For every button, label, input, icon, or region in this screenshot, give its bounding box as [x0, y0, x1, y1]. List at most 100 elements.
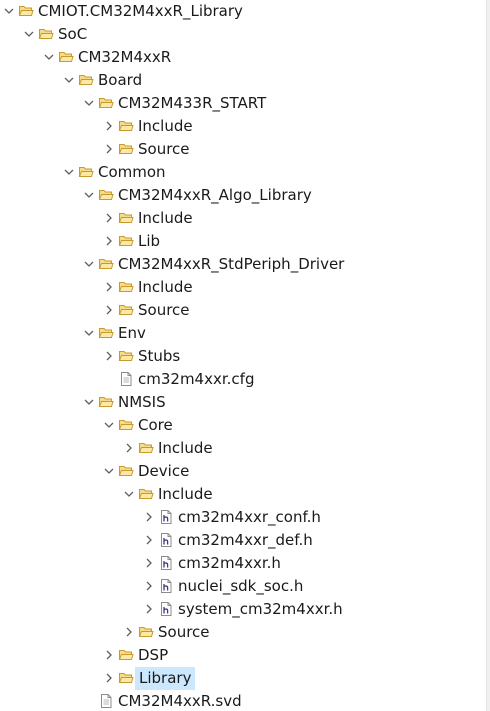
folder-icon	[118, 670, 134, 686]
tree-item-include[interactable]: Include	[0, 276, 486, 299]
tree-item-source[interactable]: Source	[0, 299, 486, 322]
tree-item-label: Include	[158, 439, 213, 457]
tree-item-cm32m4xxr-stdperiph-driver[interactable]: CM32M4xxR_StdPeriph_Driver	[0, 253, 486, 276]
header-file-icon	[158, 509, 174, 525]
tree-item-cm32m4xxr-def-h[interactable]: cm32m4xxr_def.h	[0, 529, 486, 552]
tree-item-system-cm32m4xxr-h[interactable]: system_cm32m4xxr.h	[0, 598, 486, 621]
chevron-down-icon[interactable]	[61, 72, 77, 88]
chevron-down-icon[interactable]	[81, 95, 97, 111]
tree-item-label: Library	[135, 667, 196, 690]
tree-item-stubs[interactable]: Stubs	[0, 345, 486, 368]
tree-item-cm32m4xxr[interactable]: CM32M4xxR	[0, 46, 486, 69]
tree-item-label: NMSIS	[118, 393, 166, 411]
chevron-right-icon[interactable]	[121, 440, 137, 456]
tree-item-label: Include	[138, 209, 193, 227]
tree-item-cm32m4xxr-h[interactable]: cm32m4xxr.h	[0, 552, 486, 575]
tree-item-device[interactable]: Device	[0, 460, 486, 483]
chevron-down-icon[interactable]	[81, 325, 97, 341]
tree-item-label: system_cm32m4xxr.h	[178, 600, 343, 618]
scrollbar-edge[interactable]	[486, 0, 490, 711]
tree-item-label: Source	[158, 623, 210, 641]
tree-item-label: CM32M4xxR_StdPeriph_Driver	[118, 255, 345, 273]
folder-icon	[58, 49, 74, 65]
chevron-down-icon[interactable]	[41, 49, 57, 65]
tree-item-nuclei-sdk-soc-h[interactable]: nuclei_sdk_soc.h	[0, 575, 486, 598]
folder-icon	[138, 486, 154, 502]
tree-item-cm32m4xxr-svd[interactable]: CM32M4xxR.svd	[0, 690, 486, 711]
tree-item-label: cm32m4xxr_def.h	[178, 531, 313, 549]
tree-item-label: SoC	[58, 25, 88, 43]
folder-icon	[18, 3, 34, 19]
tree-item-source[interactable]: Source	[0, 138, 486, 161]
chevron-right-icon[interactable]	[141, 555, 157, 571]
tree-item-label: cm32m4xxr_conf.h	[178, 508, 321, 526]
tree-item-source[interactable]: Source	[0, 621, 486, 644]
folder-icon	[118, 348, 134, 364]
tree-item-board[interactable]: Board	[0, 69, 486, 92]
header-file-icon	[158, 532, 174, 548]
file-icon	[118, 371, 134, 387]
chevron-right-icon[interactable]	[101, 279, 117, 295]
chevron-right-icon[interactable]	[141, 578, 157, 594]
folder-icon	[38, 26, 54, 42]
tree-item-dsp[interactable]: DSP	[0, 644, 486, 667]
folder-icon	[98, 394, 114, 410]
chevron-down-icon[interactable]	[121, 486, 137, 502]
tree-item-label: Source	[138, 140, 190, 158]
tree-item-cmiot-cm32m4xxr-library[interactable]: CMIOT.CM32M4xxR_Library	[0, 0, 486, 23]
folder-icon	[118, 233, 134, 249]
tree-item-soc[interactable]: SoC	[0, 23, 486, 46]
chevron-down-icon[interactable]	[1, 3, 17, 19]
chevron-right-icon[interactable]	[121, 624, 137, 640]
chevron-right-icon[interactable]	[141, 509, 157, 525]
tree-item-include[interactable]: Include	[0, 437, 486, 460]
tree-item-lib[interactable]: Lib	[0, 230, 486, 253]
chevron-right-icon[interactable]	[101, 210, 117, 226]
tree-item-include[interactable]: Include	[0, 483, 486, 506]
file-icon	[98, 693, 114, 709]
chevron-right-icon[interactable]	[101, 302, 117, 318]
header-file-icon	[158, 555, 174, 571]
chevron-down-icon[interactable]	[81, 256, 97, 272]
folder-icon	[78, 164, 94, 180]
chevron-down-icon[interactable]	[101, 417, 117, 433]
header-file-icon	[158, 601, 174, 617]
chevron-down-icon[interactable]	[21, 26, 37, 42]
chevron-down-icon[interactable]	[81, 394, 97, 410]
chevron-down-icon[interactable]	[61, 164, 77, 180]
tree-item-cm32m4xxr-conf-h[interactable]: cm32m4xxr_conf.h	[0, 506, 486, 529]
tree-item-common[interactable]: Common	[0, 161, 486, 184]
tree-item-cm32m433r-start[interactable]: CM32M433R_START	[0, 92, 486, 115]
folder-icon	[138, 440, 154, 456]
tree-item-label: Source	[138, 301, 190, 319]
chevron-right-icon[interactable]	[141, 601, 157, 617]
tree-item-include[interactable]: Include	[0, 207, 486, 230]
chevron-right-icon[interactable]	[101, 348, 117, 364]
header-file-icon	[158, 578, 174, 594]
tree-item-label: Board	[98, 71, 143, 89]
tree-item-core[interactable]: Core	[0, 414, 486, 437]
chevron-right-icon[interactable]	[141, 532, 157, 548]
chevron-right-icon[interactable]	[101, 118, 117, 134]
tree-item-cm32m4xxr-algo-library[interactable]: CM32M4xxR_Algo_Library	[0, 184, 486, 207]
tree-item-label: Common	[98, 163, 166, 181]
folder-icon	[118, 141, 134, 157]
chevron-down-icon[interactable]	[101, 463, 117, 479]
folder-icon	[98, 256, 114, 272]
tree-item-library[interactable]: Library	[0, 667, 486, 690]
chevron-down-icon[interactable]	[81, 187, 97, 203]
tree-item-cm32m4xxr-cfg[interactable]: cm32m4xxr.cfg	[0, 368, 486, 391]
folder-icon	[98, 325, 114, 341]
folder-icon	[118, 302, 134, 318]
chevron-right-icon[interactable]	[101, 670, 117, 686]
chevron-right-icon[interactable]	[101, 141, 117, 157]
folder-icon	[118, 210, 134, 226]
tree-item-label: DSP	[138, 646, 169, 664]
tree-item-label: Include	[138, 278, 193, 296]
tree-item-env[interactable]: Env	[0, 322, 486, 345]
chevron-right-icon[interactable]	[101, 233, 117, 249]
tree-item-nmsis[interactable]: NMSIS	[0, 391, 486, 414]
chevron-right-icon[interactable]	[101, 647, 117, 663]
tree-item-include[interactable]: Include	[0, 115, 486, 138]
